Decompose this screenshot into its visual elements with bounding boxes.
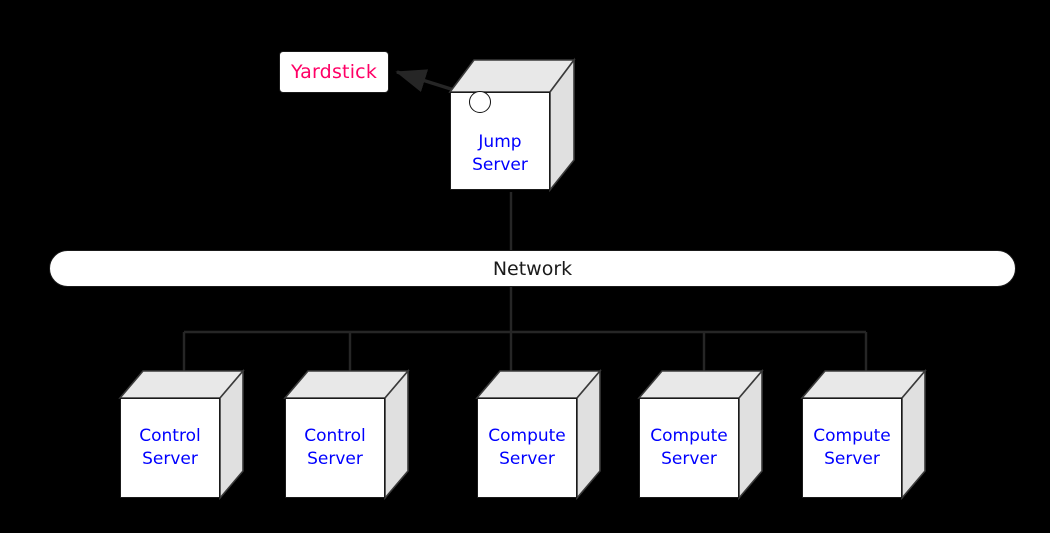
server-label-line2: Server	[661, 449, 717, 469]
server-shape	[475, 368, 602, 501]
server-label-line1: Compute	[813, 426, 891, 447]
yardstick-label-box[interactable]: Yardstick	[279, 51, 389, 93]
server-label-line2: Server	[824, 449, 880, 469]
jump-server-front-face: Jump Server	[450, 92, 550, 190]
server-front-face: Control Server	[285, 398, 385, 498]
network-bar[interactable]: Network	[49, 250, 1016, 287]
server-node-compute-server-1[interactable]: Compute Server	[475, 368, 606, 502]
server-label-line1: Compute	[488, 426, 566, 447]
server-node-compute-server-3[interactable]: Compute Server	[800, 368, 931, 502]
jump-server-label-line2: Server	[472, 155, 528, 175]
network-label: Network	[492, 257, 573, 280]
server-shape	[118, 368, 245, 501]
jump-server-node[interactable]: Jump Server	[448, 57, 576, 193]
server-shape	[283, 368, 410, 501]
server-front-face: Compute Server	[802, 398, 902, 498]
server-node-control-server-1[interactable]: Control Server	[118, 368, 249, 502]
server-shape	[637, 368, 764, 501]
server-label-line2: Server	[307, 449, 363, 469]
server-front-face: Compute Server	[639, 398, 739, 498]
server-label-line1: Control	[139, 426, 201, 447]
server-label-line1: Compute	[650, 426, 728, 447]
yardstick-label: Yardstick	[290, 61, 378, 83]
server-front-face: Compute Server	[477, 398, 577, 498]
jump-server-port-circle[interactable]	[469, 91, 491, 113]
server-node-control-server-2[interactable]: Control Server	[283, 368, 414, 502]
server-label-line2: Server	[142, 449, 198, 469]
server-shape	[800, 368, 927, 501]
server-label-line1: Control	[304, 426, 366, 447]
server-label-line2: Server	[499, 449, 555, 469]
jump-server-label-line1: Jump	[478, 132, 522, 153]
server-front-face: Control Server	[120, 398, 220, 498]
jump-server-shape	[448, 57, 576, 193]
server-node-compute-server-2[interactable]: Compute Server	[637, 368, 768, 502]
